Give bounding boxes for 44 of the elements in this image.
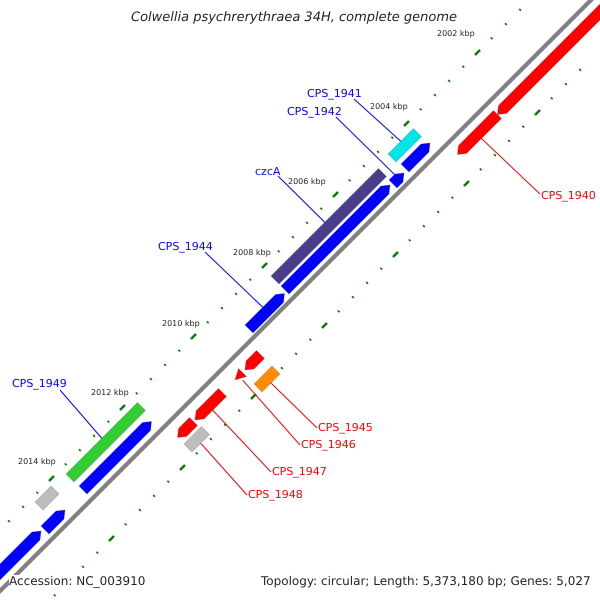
gene-block — [183, 426, 210, 453]
gene-block — [253, 365, 281, 393]
leader-line — [212, 410, 272, 472]
tick-label: 2010 kbp — [162, 320, 200, 328]
gene-block — [78, 420, 152, 495]
tick-label: 2004 kbp — [370, 103, 408, 111]
leader-line — [481, 138, 540, 194]
gene-block — [244, 292, 286, 334]
gene-block — [176, 416, 198, 438]
title: Colwellia psychrerythraea 34H, complete genome — [131, 11, 457, 24]
gene-label: CPS_1945 — [318, 422, 373, 433]
gene-label: CPS_1948 — [248, 489, 303, 500]
tick-label: 2014 kbp — [18, 458, 56, 466]
tick-label: 2008 kbp — [233, 249, 271, 257]
genome-info-text: Topology: circular; Length: 5,373,180 bp; Genes: 5,027 — [261, 575, 591, 587]
gene-block — [280, 184, 391, 295]
gene-label: CPS_1949 — [12, 378, 67, 389]
gene-label: CPS_1941 — [307, 88, 362, 99]
gene-label: CPS_1946 — [301, 439, 356, 450]
gene-label: CPS_1947 — [272, 466, 327, 477]
gene-block — [244, 350, 266, 371]
tick-label: 2002 kbp — [437, 30, 475, 38]
gene-block — [40, 509, 66, 535]
leader-line — [242, 380, 300, 446]
leader-line — [336, 116, 395, 175]
gene-label: CPS_1942 — [287, 106, 342, 117]
gene-block — [234, 368, 248, 381]
gene-block — [400, 142, 431, 173]
gene-block — [387, 128, 422, 163]
leader-line — [354, 98, 402, 142]
gene-label: CPS_1944 — [158, 241, 213, 252]
gene-block — [388, 172, 405, 189]
gene-block — [194, 388, 228, 421]
accession-text: Accession: NC_003910 — [9, 575, 146, 587]
gene-block — [65, 402, 146, 483]
gene-block — [34, 485, 60, 511]
gene-label: CPS_1940 — [541, 190, 596, 201]
leader-line — [60, 390, 102, 439]
leader-line — [200, 442, 248, 496]
gene-block — [456, 110, 502, 156]
gene-label: czcA — [255, 166, 280, 177]
leader-line — [204, 252, 264, 308]
tick-label: 2006 kbp — [288, 178, 326, 186]
leader-line — [270, 382, 318, 428]
